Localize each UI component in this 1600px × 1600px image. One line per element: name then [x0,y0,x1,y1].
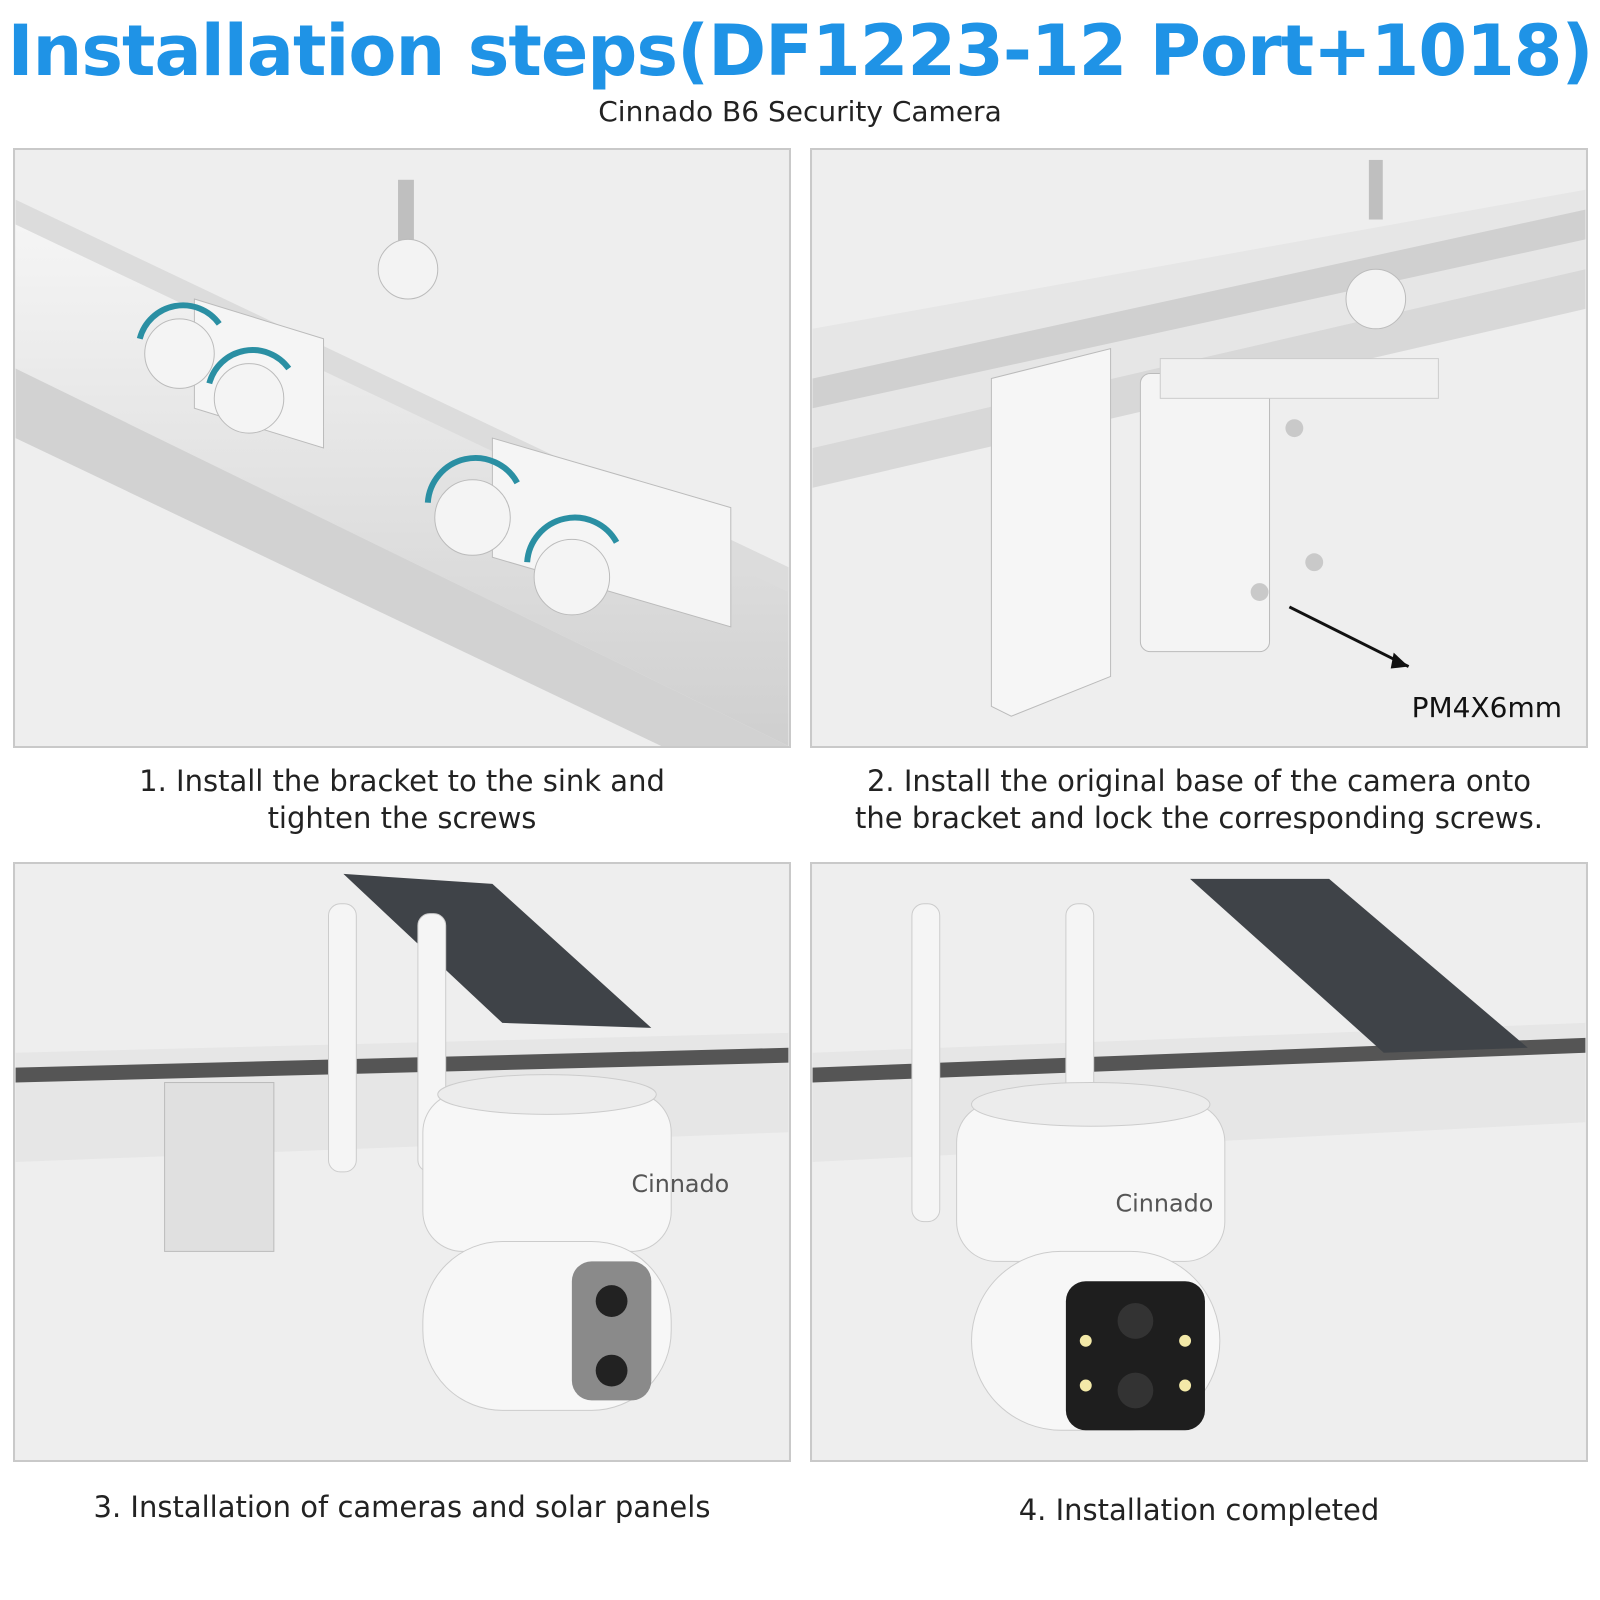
step-2-caption-line-1: 2. Install the original base of the came… [866,764,1532,798]
step-3-caption: 3. Installation of cameras and solar pan… [13,1489,791,1526]
step-4-caption: 4. Installation completed [810,1492,1588,1529]
screw [1305,553,1324,572]
step-1-caption-line-2: tighten the screws [267,801,537,835]
knob-2 [206,347,292,434]
gutter-bracket-illustration [15,150,789,746]
screw [1250,583,1269,601]
page-subtitle: Cinnado B6 Security Camera [598,95,1002,128]
camera-brand-label: Cinnado [1116,1190,1214,1218]
knob-1 [136,302,222,389]
mount-screw [1368,159,1383,220]
step-2-illustration: PM4X6mm [810,148,1588,748]
mount-bracket [164,1082,275,1252]
knob-4 [524,514,620,616]
step-2-caption-line-2: the bracket and lock the corresponding s… [855,801,1543,835]
antenna [327,903,357,1173]
knob-3 [424,455,520,556]
solar-panel [1190,878,1528,1053]
step-1-caption-line-1: 1. Install the bracket to the sink and [139,764,665,798]
step-1-illustration [13,148,791,748]
step-4-illustration: Cinnado [810,862,1588,1462]
camera-base [1139,373,1271,653]
security-camera: Cinnado [422,1074,729,1411]
callout-arrow [1288,605,1410,668]
step-1-caption: 1. Install the bracket to the sink and t… [13,763,791,837]
solar-panel [343,873,652,1028]
camera-brand-label: Cinnado [631,1170,729,1198]
camera-solar-install-illustration: Cinnado [15,864,789,1460]
step-3-illustration: Cinnado [13,862,791,1462]
mount-screw [398,179,414,250]
step-3-caption-line-1: 3. Installation of cameras and solar pan… [93,1490,711,1524]
security-camera: Cinnado [956,1082,1226,1431]
step-4-caption-line-1: 4. Installation completed [1018,1493,1380,1527]
l-bracket-plate [990,348,1112,717]
completed-install-illustration: Cinnado [812,864,1586,1460]
screw-size-callout: PM4X6mm [1411,691,1562,724]
step-2-caption: 2. Install the original base of the came… [810,763,1588,837]
antenna [911,903,941,1223]
base-mount-illustration [812,150,1586,746]
screw [1285,419,1304,438]
page-title: Installation steps(DF1223-12 Port+1018) [7,10,1593,92]
